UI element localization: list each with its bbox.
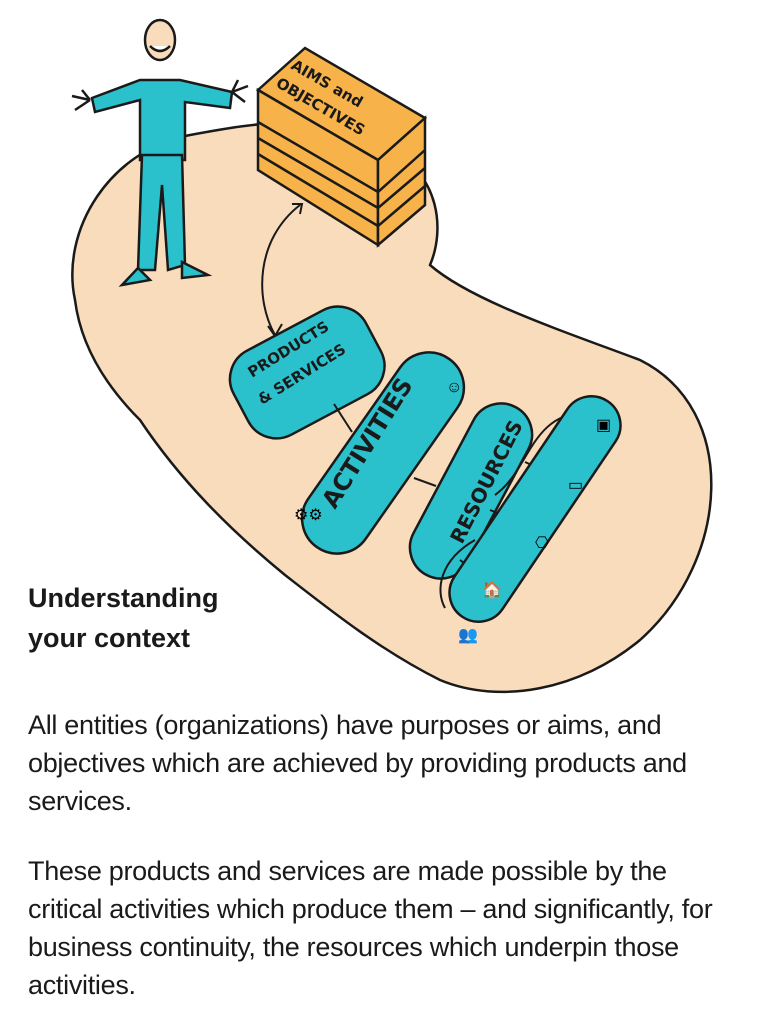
arrow-activities-resources [413,477,437,487]
buildings-icon: 🏠 [482,581,502,599]
network-icon: ⎔ [535,535,549,552]
products-services-node: PRODUCTS & SERVICES [228,305,386,440]
worker-icon: ☺ [446,379,462,396]
resource-items-node: 👥 🏠 ⎔ ▭ ▣ [448,395,622,644]
people-icon: 👥 [458,627,478,644]
paragraph-2: These products and services are made pos… [28,856,713,1000]
vehicle-icon: ▭ [568,477,583,494]
paragraph-1: All entities (organizations) have purpos… [28,710,687,816]
context-diagram: AIMS and OBJECTIVES PRODUCTS & SERVICES … [71,18,713,694]
section-title: Understanding your context [28,583,219,653]
arrow-aims-products [261,204,301,336]
gears-icon: ⚙⚙ [294,507,323,524]
person-icon [71,18,249,287]
document-icon: ▣ [596,417,611,434]
aims-objectives-block: AIMS and OBJECTIVES [255,46,428,248]
arrow-products-activities [333,403,353,433]
